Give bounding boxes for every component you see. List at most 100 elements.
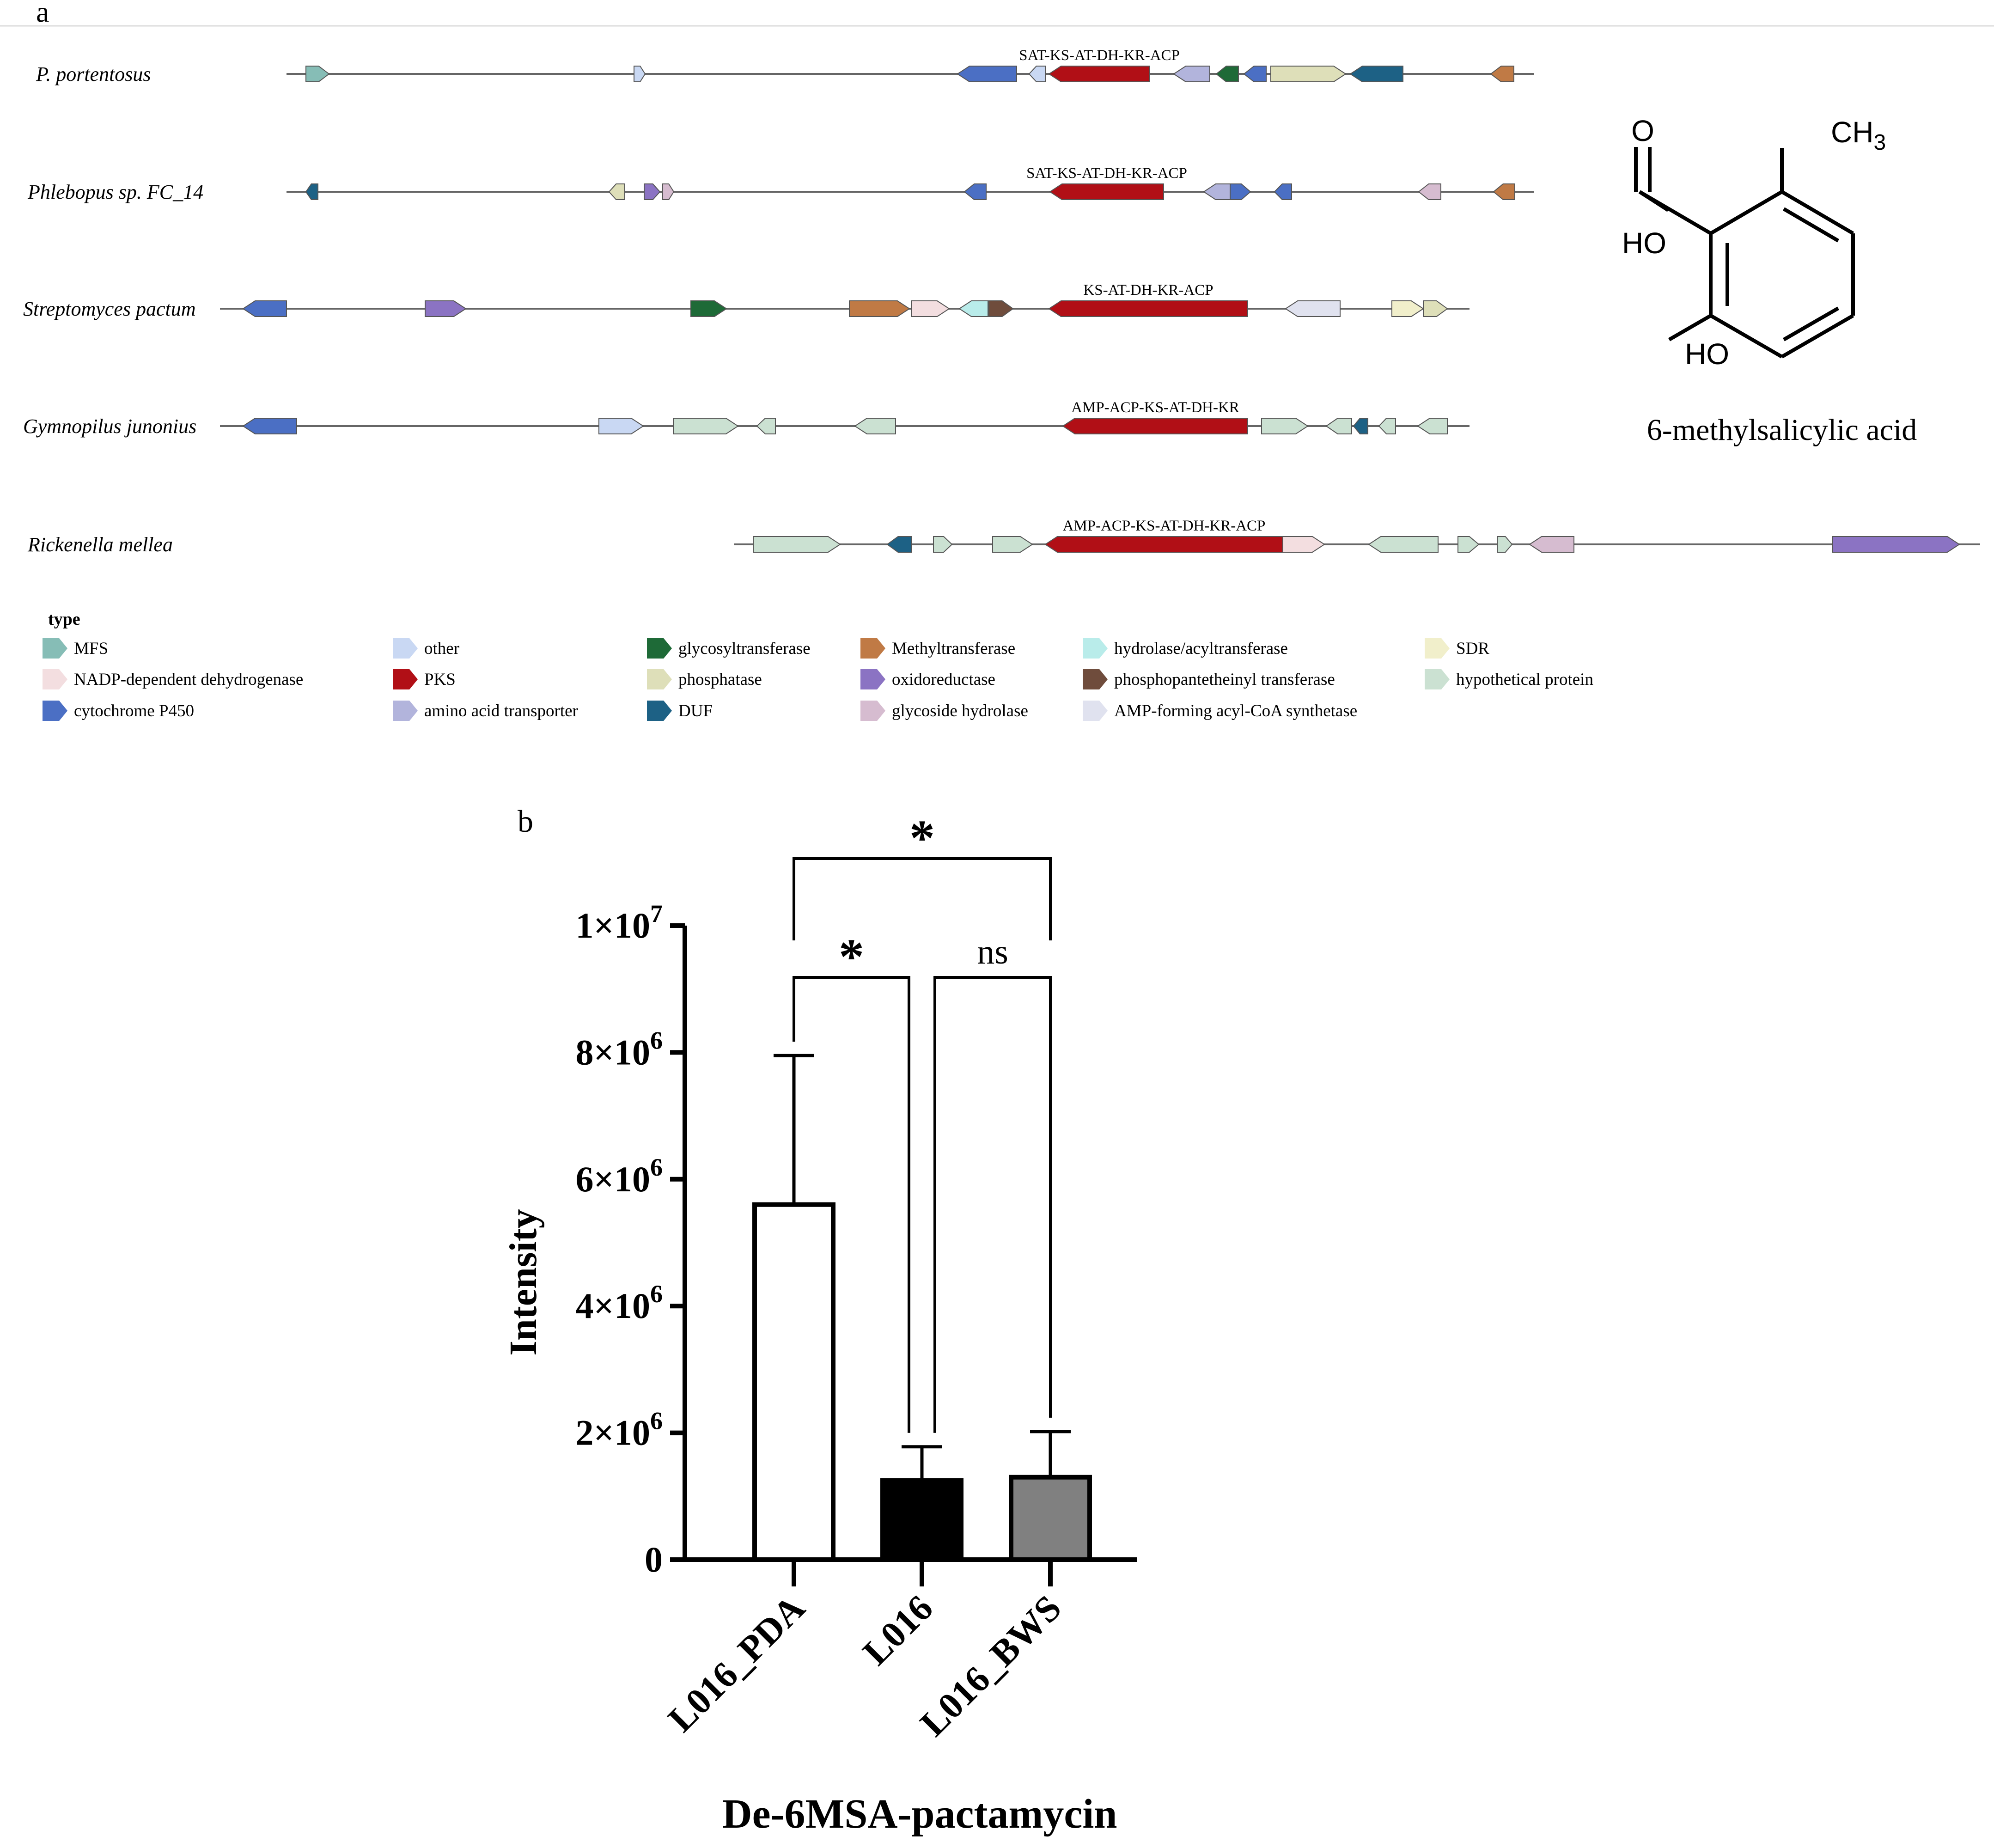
pks-domain-label: AMP-ACP-KS-AT-DH-KR <box>1071 399 1239 416</box>
chemical-structure: O CH3 HO HO 6-methylsalicylic acid <box>1622 114 1917 447</box>
gene-arrow-p450 <box>957 66 1017 82</box>
gene-arrow-gh <box>662 183 675 200</box>
legend-swatch <box>393 701 418 721</box>
gene-arrow-other <box>1028 66 1046 82</box>
bar <box>752 1202 835 1562</box>
legend-item: amino acid transporter <box>393 701 578 721</box>
bar <box>1009 1475 1092 1562</box>
gene-arrow-nadp <box>911 300 950 317</box>
gene-arrow-pks <box>1062 418 1248 434</box>
significance-label: ns <box>977 933 1008 971</box>
legend-title: type <box>48 610 80 629</box>
pks-domain-label: SAT-KS-AT-DH-KR-ACP <box>1026 165 1187 182</box>
legend-item: hydrolase/acyltransferase <box>1083 638 1288 659</box>
gene-arrow-p450 <box>242 300 287 317</box>
legend-item: PKS <box>393 669 456 689</box>
gene-arrow-hyp <box>756 418 776 434</box>
gene-arrow-hyp <box>1261 418 1309 434</box>
gene-arrow-hyp <box>1457 536 1480 553</box>
legend-item: oxidoreductase <box>860 669 995 689</box>
gene-arrow-hyp <box>992 536 1033 553</box>
legend-swatch <box>43 638 67 659</box>
gene-arrow-phosphatase <box>1423 300 1448 317</box>
legend-label: PKS <box>424 670 456 689</box>
gene-arrow-pks <box>1048 300 1248 317</box>
gene-arrow-p450 <box>1274 183 1292 200</box>
methyl-label: CH3 <box>1831 116 1886 155</box>
methyl-ch: CH <box>1831 116 1873 149</box>
legend-item: Methyltransferase <box>860 638 1015 659</box>
legend-label: SDR <box>1456 639 1489 658</box>
significance-bracket <box>933 976 1052 1433</box>
gene-arrow-hyp <box>1368 536 1439 553</box>
gene-clusters: P. portentosusSAT-KS-AT-DH-KR-ACPPhlebop… <box>23 47 1980 556</box>
legend-label: AMP-forming acyl-CoA synthetase <box>1114 701 1357 720</box>
legend-item: NADP-dependent dehydrogenase <box>43 669 303 689</box>
gene-arrow-other <box>598 418 644 434</box>
panel-b-label: b <box>518 804 533 839</box>
legend-label: hydrolase/acyltransferase <box>1114 639 1288 658</box>
gene-arrow-other <box>634 66 646 82</box>
organism-name: Phlebopus sp. FC_14 <box>27 181 203 203</box>
legend-item: SDR <box>1425 638 1489 659</box>
legend-label: glycoside hydrolase <box>892 701 1028 720</box>
gene-arrow-glycosyltransferase <box>1215 66 1239 82</box>
gene-arrow-hydrolase <box>958 300 988 317</box>
legend-swatch <box>647 669 672 689</box>
gene-arrow-pks <box>1049 183 1164 200</box>
legend-swatch <box>1083 669 1108 689</box>
compound-name: 6-methylsalicylic acid <box>1647 413 1917 447</box>
gene-arrow-methyltransferase <box>1490 66 1514 82</box>
gene-arrow-p450 <box>1243 66 1267 82</box>
legend-label: Methyltransferase <box>892 639 1015 658</box>
y-tick-label: 0 <box>645 1539 663 1580</box>
legend-label: MFS <box>74 639 108 658</box>
legend-swatch <box>860 701 885 721</box>
y-tick-label: 2×106 <box>576 1407 663 1453</box>
gene-arrow-p450 <box>1230 183 1251 200</box>
legend-item: glycoside hydrolase <box>860 701 1028 721</box>
y-axis-label: Intensity <box>502 1209 545 1355</box>
legend-item: phosphatase <box>647 669 762 689</box>
gene-arrow-hyp <box>854 418 896 434</box>
legend-label: phosphatase <box>678 670 762 689</box>
legend-swatch <box>393 669 418 689</box>
legend-item: AMP-forming acyl-CoA synthetase <box>1083 701 1357 721</box>
cluster-row: Phlebopus sp. FC_14 SAT-KS-AT-DH-KR-ACP <box>27 165 1534 203</box>
legend-item: DUF <box>647 701 713 721</box>
gene-arrow-MFS <box>305 66 330 82</box>
organism-name: P. portentosus <box>36 63 151 85</box>
gene-arrow-pks <box>1048 66 1150 82</box>
legend-label: oxidoreductase <box>892 670 995 689</box>
gene-arrow-aat <box>1203 183 1231 200</box>
pks-domain-label: SAT-KS-AT-DH-KR-ACP <box>1019 47 1180 64</box>
legend-swatch <box>43 669 67 689</box>
legend-item: phosphopantetheinyl transferase <box>1083 669 1335 689</box>
legend-item: other <box>393 638 459 659</box>
legend-swatch <box>1425 669 1450 689</box>
x-tick-label: L016 <box>855 1588 941 1673</box>
legend-item: MFS <box>43 638 108 659</box>
gene-arrow-oxidoreductase <box>1832 536 1960 553</box>
phenol-ho-label: HO <box>1685 337 1729 371</box>
gene-arrow-duf <box>1353 418 1368 434</box>
gene-arrow-phosphatase <box>608 183 625 200</box>
methyl-sub: 3 <box>1873 130 1886 155</box>
gene-arrow-amp <box>1285 300 1341 317</box>
legend-swatch <box>1083 638 1108 659</box>
legend-item: cytochrome P450 <box>43 701 194 721</box>
panel-a-label: a <box>36 0 49 28</box>
legend-label: phosphopantetheinyl transferase <box>1114 670 1335 689</box>
legend-swatch <box>647 701 672 721</box>
gene-arrow-duf <box>305 183 318 200</box>
cluster-row: Streptomyces pactum KS-AT-DH-KR-ACP <box>23 282 1470 320</box>
legend-label: hypothetical protein <box>1456 670 1593 689</box>
gene-arrow-phosphatase <box>1270 66 1347 82</box>
organism-name: Streptomyces pactum <box>23 298 195 320</box>
gene-arrow-hyp <box>933 536 953 553</box>
pks-domain-label: KS-AT-DH-KR-ACP <box>1083 282 1213 299</box>
gene-arrow-hyp <box>673 418 739 434</box>
gene-arrow-duf <box>886 536 912 553</box>
